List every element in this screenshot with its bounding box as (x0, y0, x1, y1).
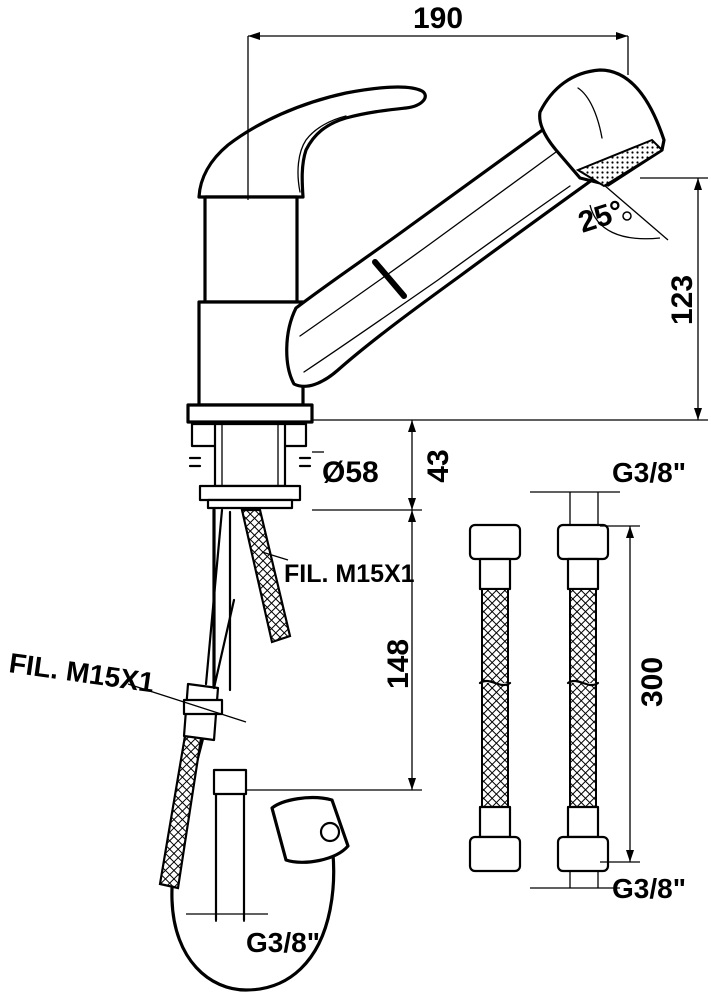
flex-hose-b (556, 523, 610, 873)
label-thread-right: FIL. M15X1 (284, 560, 415, 588)
lock-nut (198, 484, 302, 502)
base-ring (186, 403, 314, 424)
dim-hose-length: 148 (382, 639, 415, 689)
braided-hose-right (240, 508, 292, 644)
faucet-body (186, 68, 666, 510)
dim-overall-width: 190 (413, 2, 463, 35)
dim-mount-height: 43 (422, 449, 455, 482)
threaded-shank (213, 422, 287, 488)
dimension-lines (127, 32, 708, 922)
center-connector (212, 768, 248, 796)
label-connection-bottom-hose: G3/8" (612, 873, 686, 904)
spray-face (575, 138, 664, 188)
label-thread-left: FIL. M15X1 (7, 647, 156, 698)
under-sink-hoses (158, 508, 350, 992)
dim-spray-height: 123 (666, 275, 699, 325)
braided-hose-left (158, 728, 204, 890)
handle-lever (197, 85, 427, 199)
dim-body-diameter: Ø58 (322, 456, 379, 489)
dim-flex-hose-length: 300 (636, 657, 669, 707)
spout-tube (285, 124, 594, 388)
flex-hose-a (468, 523, 522, 873)
counterweight (270, 796, 350, 864)
flex-hose-pair (468, 523, 610, 873)
label-connection-top-hose: G3/8" (612, 457, 686, 488)
label-connection-bottom: G3/8" (246, 927, 320, 958)
upper-body (203, 195, 299, 304)
dim-spray-angle: 25° (574, 194, 627, 239)
